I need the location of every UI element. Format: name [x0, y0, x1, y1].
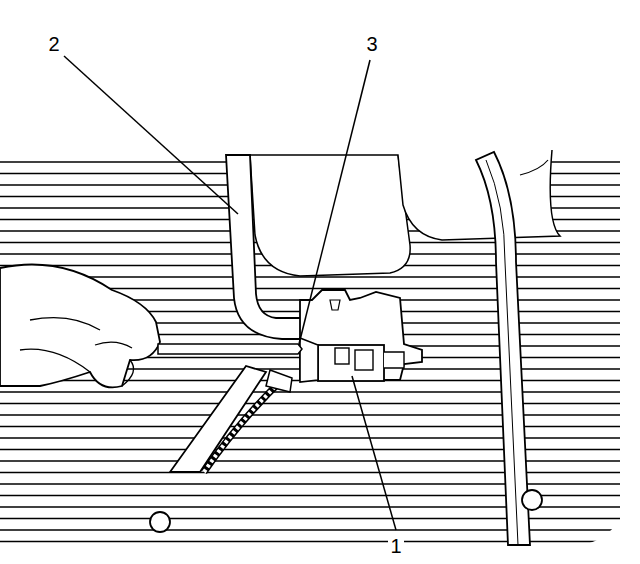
- floor-hole: [150, 512, 170, 532]
- dash-panel: [250, 155, 410, 276]
- connector: [300, 338, 318, 382]
- hand: [0, 264, 160, 387]
- brake-pedal-arm: [226, 155, 302, 339]
- floor-hole: [522, 490, 542, 510]
- stop-lamp-switch: [318, 345, 384, 381]
- wiring-harness: [204, 378, 284, 472]
- leader-line: [64, 56, 238, 214]
- screwdriver: [158, 344, 302, 354]
- callout-number: 1: [388, 535, 403, 557]
- callout-number: 2: [46, 33, 61, 55]
- leader-line: [299, 60, 370, 344]
- trim-panel: [476, 152, 530, 545]
- leader-line: [352, 376, 396, 530]
- callout-number: 3: [364, 33, 379, 55]
